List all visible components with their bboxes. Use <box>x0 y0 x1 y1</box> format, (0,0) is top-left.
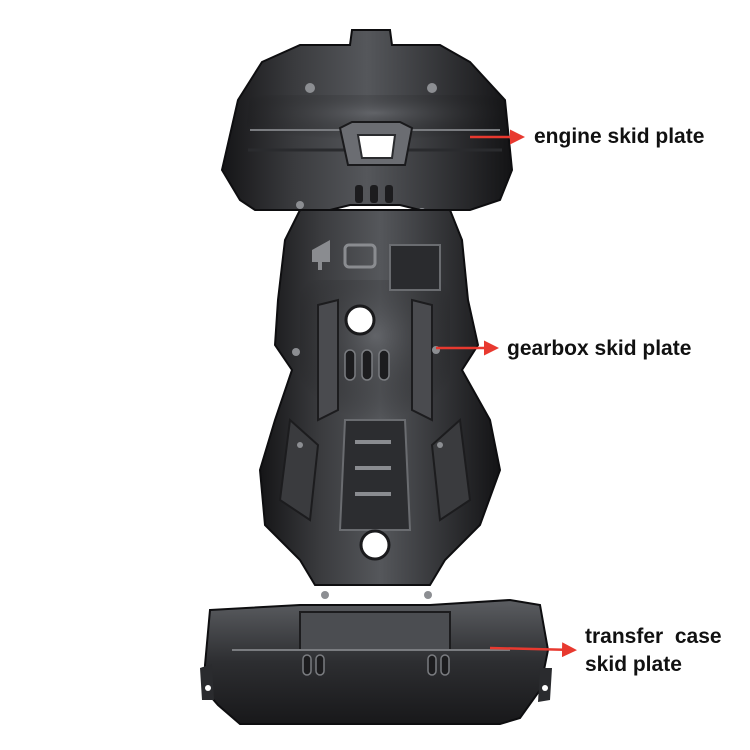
gearbox-skid-plate-label: gearbox skid plate <box>507 337 692 360</box>
transfer-case-skid-plate <box>200 598 552 725</box>
transfer-arrow <box>489 642 577 658</box>
transfer-case-label-line1: transfer case <box>585 625 722 648</box>
engine-skid-plate <box>220 29 514 216</box>
transfer-case-label-line2: skid plate <box>585 653 682 676</box>
gearbox-skid-plate <box>258 209 502 599</box>
engine-skid-plate-label: engine skid plate <box>534 125 705 148</box>
